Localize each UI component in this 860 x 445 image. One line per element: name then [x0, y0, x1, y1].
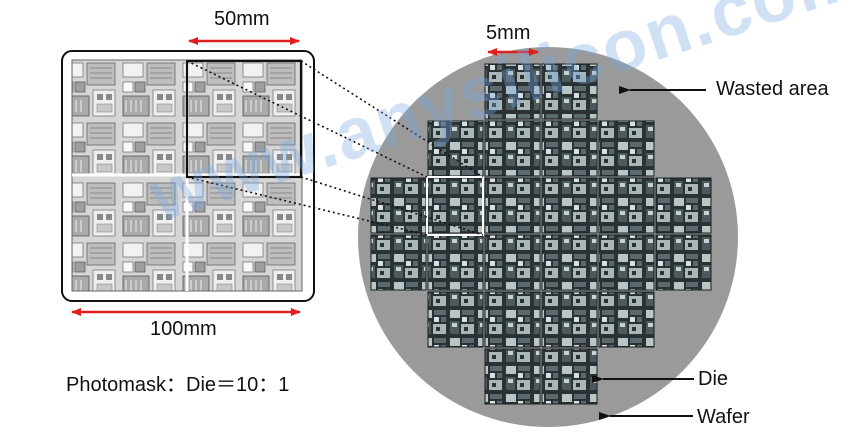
label-5mm: 5mm [486, 22, 531, 44]
die-grid [370, 63, 712, 405]
die [484, 120, 541, 177]
label-wafer: Wafer [697, 406, 750, 428]
die [484, 234, 541, 291]
label-die: Die [698, 368, 729, 390]
projection-lines [186, 60, 484, 236]
die [598, 234, 655, 291]
die [370, 234, 427, 291]
die [541, 63, 598, 120]
die [541, 348, 598, 405]
photomask-highlight-box [185, 59, 303, 179]
label-50mm: 50mm [214, 8, 270, 30]
die [541, 120, 598, 177]
die [484, 348, 541, 405]
die [598, 177, 655, 234]
die [484, 291, 541, 348]
die [655, 234, 712, 291]
die [541, 234, 598, 291]
die [427, 291, 484, 348]
die [541, 177, 598, 234]
die [427, 234, 484, 291]
projection-line [186, 176, 428, 236]
label-100mm: 100mm [150, 318, 217, 340]
die [484, 177, 541, 234]
die [598, 291, 655, 348]
die [541, 291, 598, 348]
label-ratio: Photomask：Die＝10：1 [66, 374, 290, 396]
die [598, 120, 655, 177]
die [370, 177, 427, 234]
projection-line [300, 60, 484, 178]
die [655, 177, 712, 234]
die [484, 63, 541, 120]
label-wasted-area: Wasted area [716, 78, 829, 100]
projection-line [300, 176, 484, 236]
die [427, 177, 484, 234]
highlighted-die [426, 176, 484, 236]
